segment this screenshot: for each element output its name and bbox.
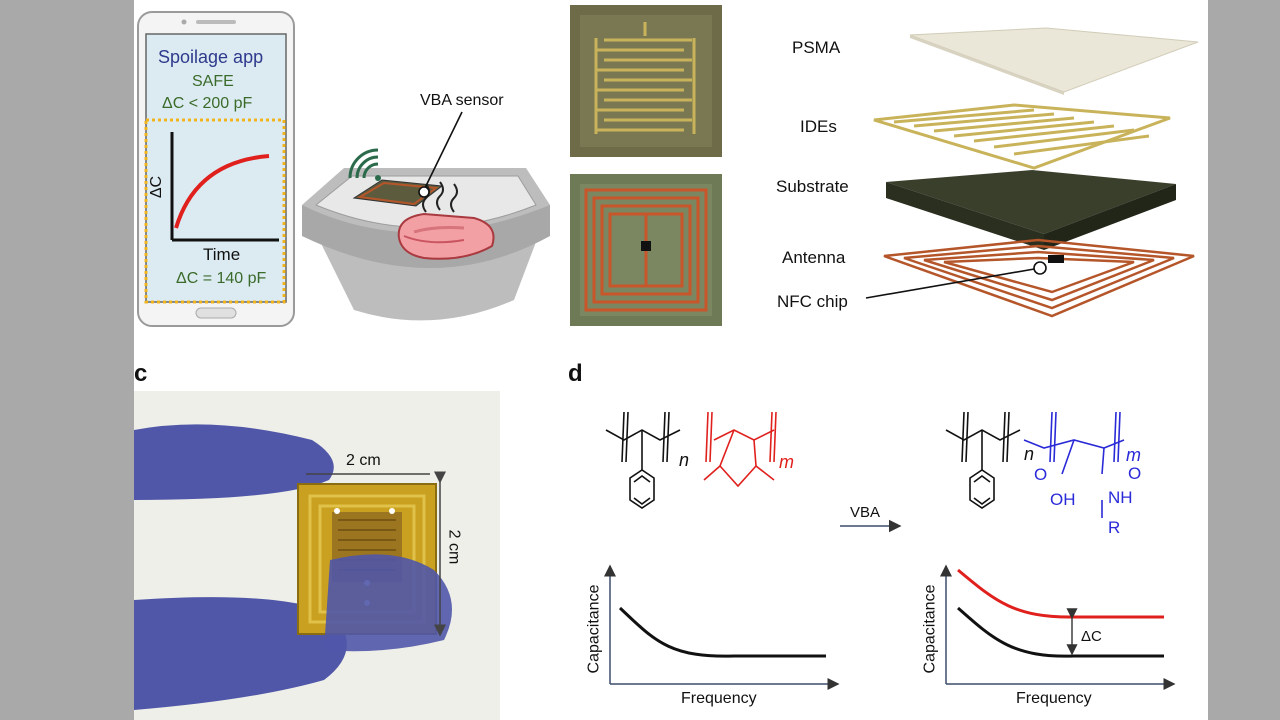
right-curve-black	[957, 606, 1164, 658]
panel-letter-d: d	[568, 360, 583, 387]
photo-height-label: 2 cm	[445, 529, 463, 565]
layer-label-substrate: Substrate	[776, 177, 849, 196]
photo-width-label: 2 cm	[346, 452, 381, 469]
right-structure	[945, 411, 1021, 509]
phone	[137, 11, 295, 327]
right-group-o2: O	[1128, 464, 1142, 483]
right-group-nh: NH	[1108, 488, 1133, 507]
right-subscript-n: n	[1024, 444, 1035, 464]
exploded-layers	[865, 27, 1199, 318]
right-group-oh: OH	[1050, 490, 1076, 509]
nfc-chip-pointer	[865, 267, 1041, 299]
app-threshold: ΔC < 200 pF	[162, 95, 253, 112]
layer-label-nfc-chip: NFC chip	[777, 292, 848, 311]
sensor-pointer	[423, 111, 463, 191]
left-curve-black	[618, 606, 826, 658]
right-capacitance-graph	[940, 564, 1176, 690]
app-title: Spoilage app	[158, 47, 264, 67]
app-graph-ylabel: ΔC	[148, 175, 166, 199]
right-graph-ylabel: Capacitance	[921, 584, 939, 674]
layer-label-antenna: Antenna	[782, 248, 846, 267]
right-amic-acid	[1023, 411, 1125, 518]
layer-label-ides: IDEs	[800, 117, 837, 136]
right-group-o1: O	[1034, 465, 1048, 484]
left-graph-ylabel: Capacitance	[585, 584, 603, 674]
right-curve-red	[957, 568, 1164, 619]
left-subscript-m: m	[779, 452, 794, 472]
right-subscript-m: m	[1126, 445, 1141, 465]
ide-micrograph	[570, 5, 722, 157]
left-graph-xlabel: Frequency	[681, 690, 757, 707]
tray-illustration	[302, 111, 550, 321]
panel-letter-c: c	[134, 360, 148, 387]
right-group-r: R	[1108, 518, 1121, 537]
reaction-label: VBA	[850, 504, 881, 521]
figure-graphics	[134, 5, 1199, 720]
antenna-micrograph	[570, 174, 722, 326]
sensor-label: VBA sensor	[420, 92, 504, 109]
figure: Spoilage app SAFE ΔC < 200 pF ΔC Time ΔC…	[134, 0, 1208, 720]
app-dotted-box	[144, 118, 286, 304]
left-capacitance-graph	[604, 564, 840, 690]
left-anhydride	[703, 411, 777, 488]
app-status: SAFE	[192, 73, 234, 90]
app-reading: ΔC = 140 pF	[176, 270, 267, 287]
app-graph-xlabel: Time	[203, 245, 241, 264]
layer-label-psma: PSMA	[792, 38, 841, 57]
right-graph-delta-label: ΔC	[1081, 628, 1102, 645]
right-graph-xlabel: Frequency	[1016, 690, 1092, 707]
left-structure	[605, 411, 681, 509]
device-photo	[134, 391, 500, 720]
left-subscript-n: n	[679, 450, 690, 470]
app-graph-curve	[174, 154, 270, 229]
